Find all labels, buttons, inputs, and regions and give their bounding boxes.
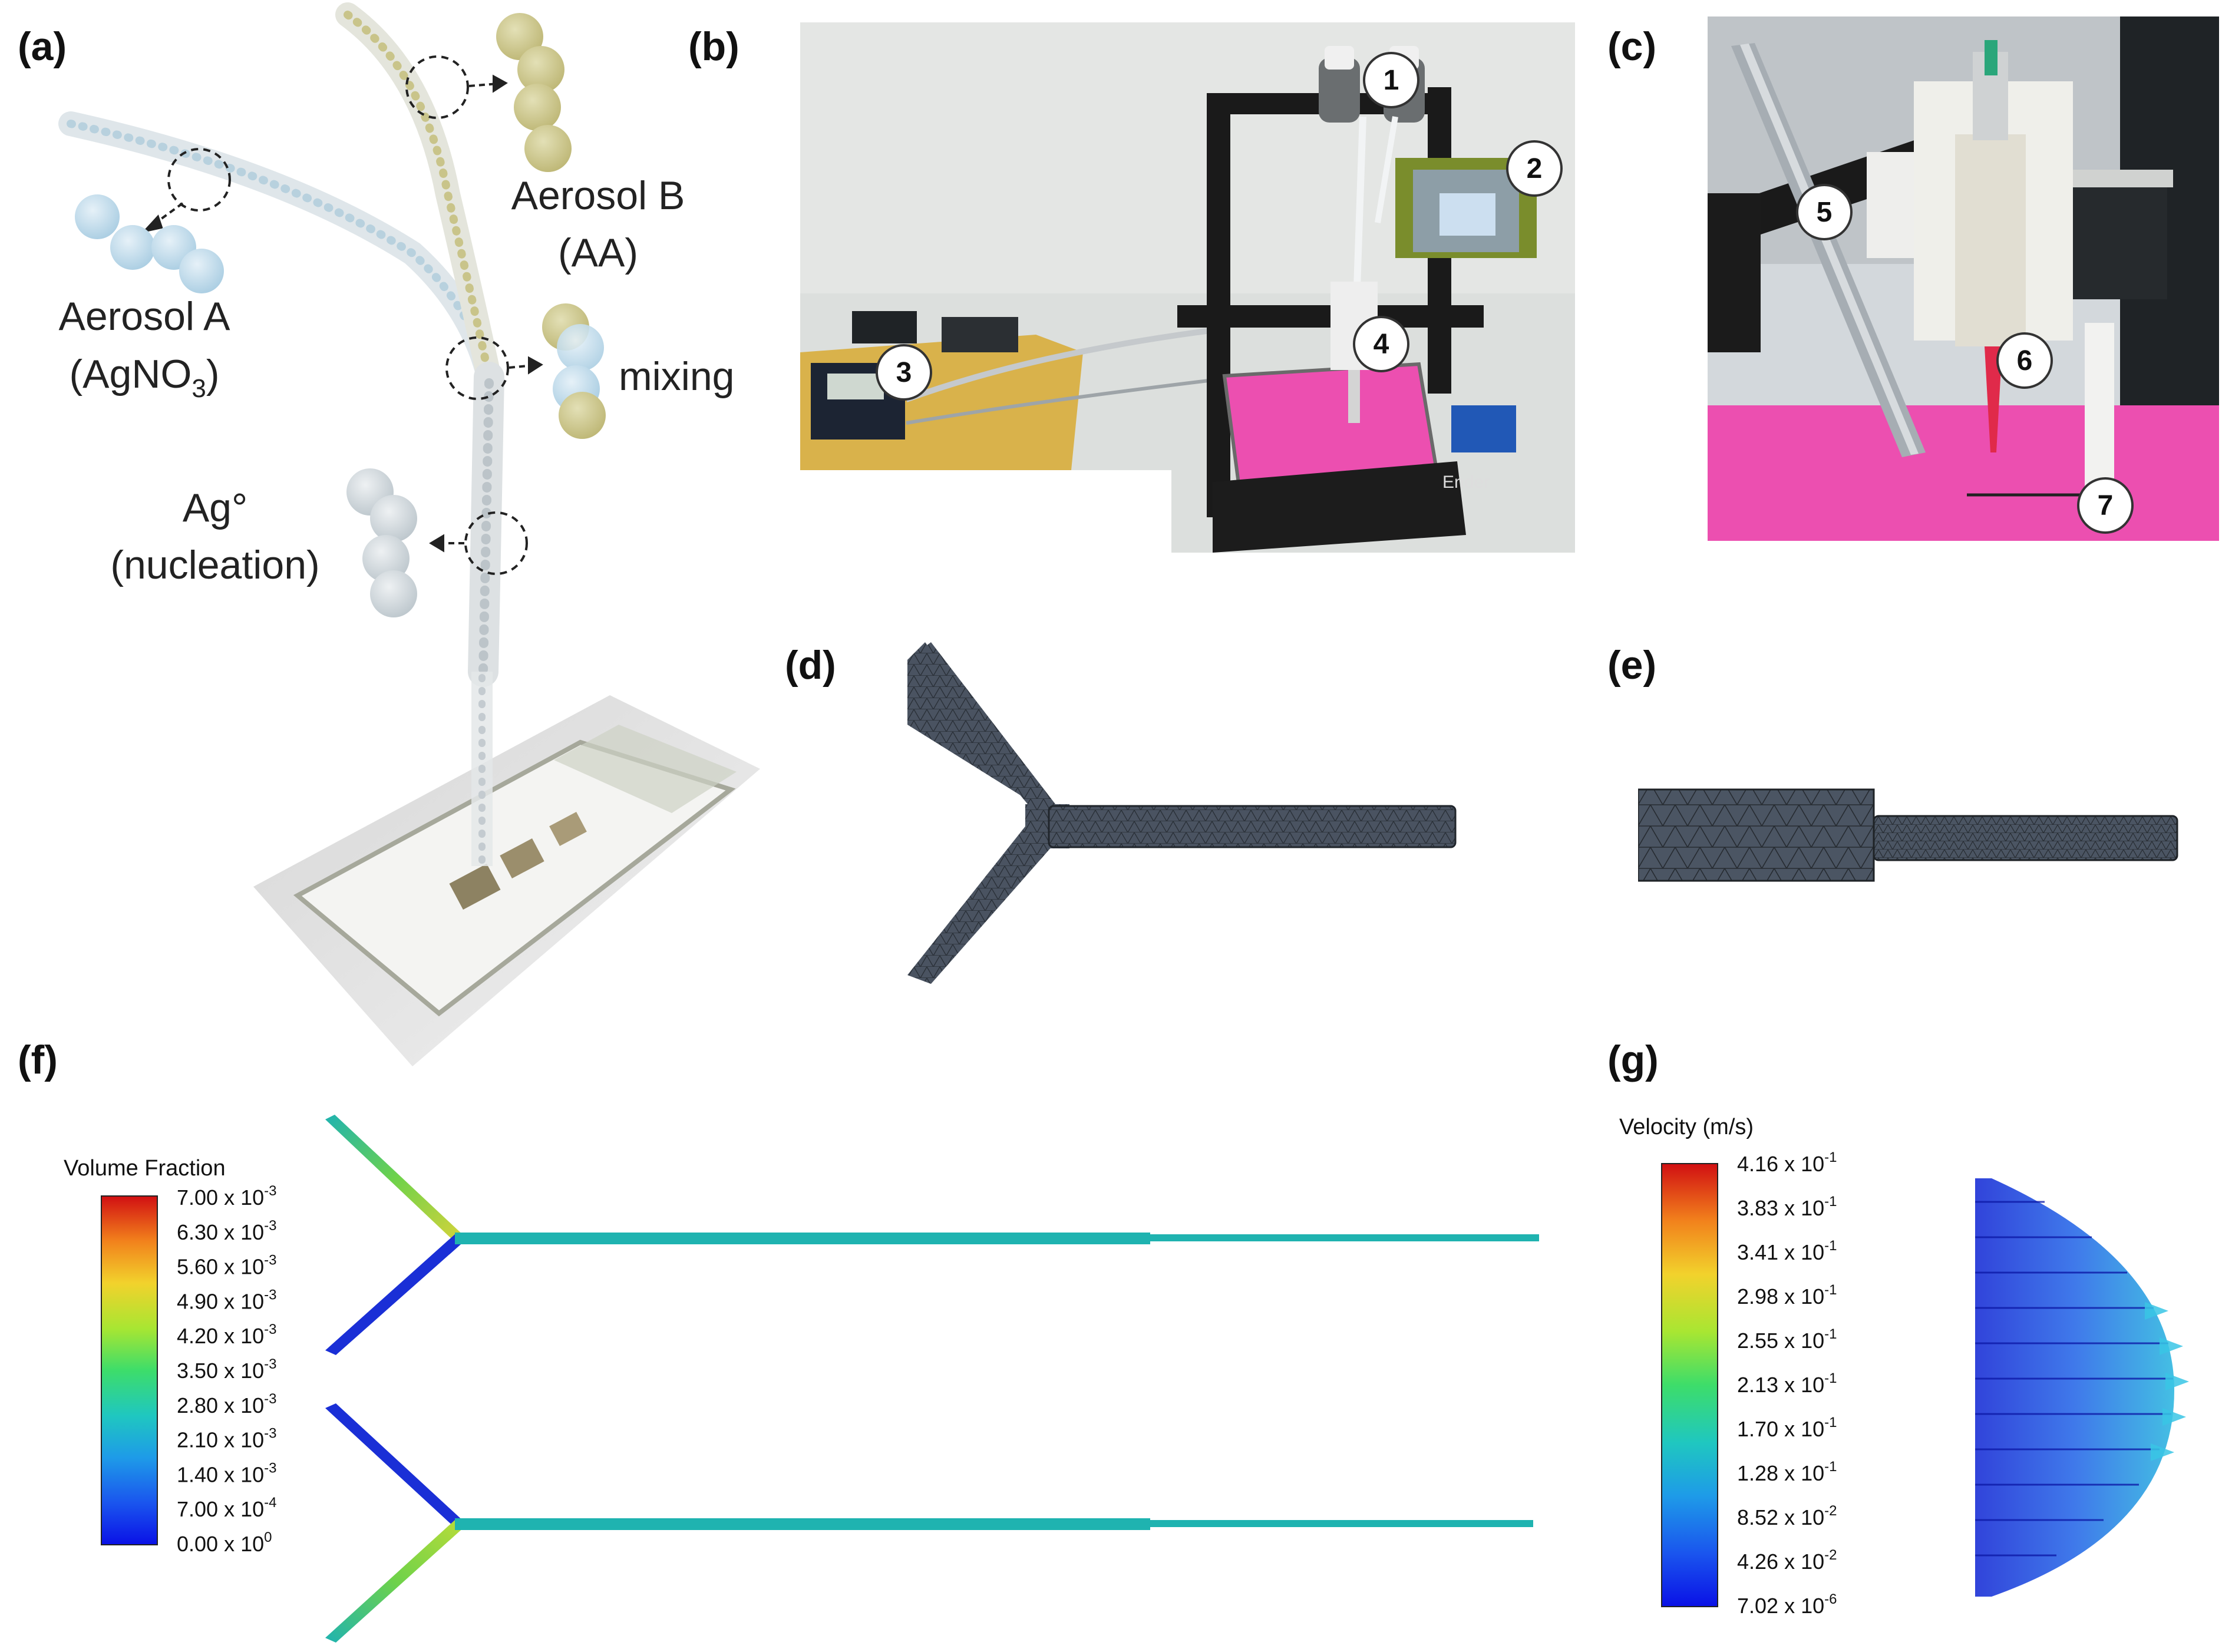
y-junction-mesh (907, 642, 1457, 984)
badge-4: 4 (1353, 316, 1409, 372)
nucleation-label: (nucleation) (110, 543, 319, 587)
velocity-plot: Velocity (m/s) 4.16 x 10-1 3.83 x 10-1 3.4… (1619, 1115, 2189, 1618)
velocity-profile (1975, 1178, 2189, 1597)
colorbar-tick-label: 0.00 x 100 (177, 1529, 272, 1556)
f-bottom-y-channel (325, 1403, 1533, 1643)
aerosol-b-label: Aerosol B (511, 173, 685, 218)
printer-brand-text: Ender (1442, 473, 1490, 492)
colorbar-tick-label: 4.90 x 10-3 (177, 1287, 276, 1313)
colorbar-tick-label: 1.70 x 10-1 (1737, 1415, 1837, 1441)
colorbar-tick-label: 5.60 x 10-3 (177, 1253, 276, 1279)
panel-label-e: (e) (1607, 643, 1657, 688)
colorbar-tick-label: 4.26 x 10-2 (1737, 1547, 1837, 1574)
panel-label-c: (c) (1607, 24, 1657, 69)
aerosol-schematic: Aerosol A (AgNO3) Aerosol B (AA) mixing … (58, 2, 760, 1066)
mixing-label: mixing (619, 354, 735, 399)
colorbar-tick-label: 3.83 x 10-1 (1737, 1194, 1837, 1220)
badge-7: 7 (2077, 477, 2134, 534)
colorbar-tick-label: 8.52 x 10-2 (1737, 1503, 1837, 1529)
badge-6: 6 (1996, 332, 2053, 389)
g-colorbar-ticks: 4.16 x 10-1 3.83 x 10-1 3.41 x 10-1 2.98 x … (1737, 1149, 1837, 1618)
straight-channel-mesh (1638, 788, 2178, 882)
colorbar-tick-label: 2.55 x 10-1 (1737, 1326, 1837, 1353)
colorbar-tick-label: 7.00 x 10-4 (177, 1495, 276, 1521)
badge-5: 5 (1796, 184, 1853, 240)
colorbar-tick-label: 3.50 x 10-3 (177, 1356, 276, 1383)
aerosol-b-formula: (AA) (558, 230, 638, 275)
colorbar-tick-label: 4.20 x 10-3 (177, 1321, 276, 1348)
f-top-y-channel (325, 1115, 1539, 1355)
g-colorbar-title: Velocity (m/s) (1619, 1115, 1754, 1139)
glass-slide (253, 695, 760, 1066)
badge-2: 2 (1506, 140, 1563, 197)
panel-label-d: (d) (785, 643, 836, 688)
colorbar-tick-label: 6.30 x 10-3 (177, 1218, 276, 1244)
colorbar-tick-label: 1.28 x 10-1 (1737, 1459, 1837, 1485)
panel-label-b: (b) (688, 24, 739, 69)
colorbar-tick-label: 3.41 x 10-1 (1737, 1238, 1837, 1264)
colorbar-tick-label: 2.13 x 10-1 (1737, 1370, 1837, 1397)
colorbar-tick-label: 4.16 x 10-1 (1737, 1149, 1837, 1176)
printer-setup-photo: Ender 1 2 3 4 (800, 22, 1575, 553)
print-head-photo: 5 6 7 (1708, 16, 2219, 541)
g-colorbar (1661, 1163, 1718, 1607)
f-colorbar (101, 1195, 158, 1545)
panel-label-g: (g) (1607, 1038, 1659, 1082)
colorbar-tick-label: 2.80 x 10-3 (177, 1391, 276, 1418)
volume-fraction-plot: Volume Fraction 7.00 x 10-3 6.30 x 10-3 5.… (64, 1115, 1539, 1643)
panel-label-f: (f) (18, 1038, 58, 1082)
badge-3: 3 (876, 344, 932, 401)
colorbar-tick-label: 7.02 x 10-6 (1737, 1591, 1837, 1618)
colorbar-tick-label: 2.10 x 10-3 (177, 1426, 276, 1452)
ag-label: Ag° (183, 485, 247, 530)
f-colorbar-ticks: 7.00 x 10-3 6.30 x 10-3 5.60 x 10-3 4.90 x … (177, 1183, 276, 1556)
colorbar-tick-label: 1.40 x 10-3 (177, 1460, 276, 1486)
f-colorbar-title: Volume Fraction (64, 1156, 226, 1181)
aerosol-a-formula: (AgNO3) (70, 352, 220, 403)
colorbar-tick-label: 2.98 x 10-1 (1737, 1282, 1837, 1309)
badge-1: 1 (1363, 52, 1419, 108)
panel-label-a: (a) (18, 24, 67, 69)
aerosol-a-label: Aerosol A (58, 294, 230, 339)
colorbar-tick-label: 7.00 x 10-3 (177, 1183, 276, 1210)
